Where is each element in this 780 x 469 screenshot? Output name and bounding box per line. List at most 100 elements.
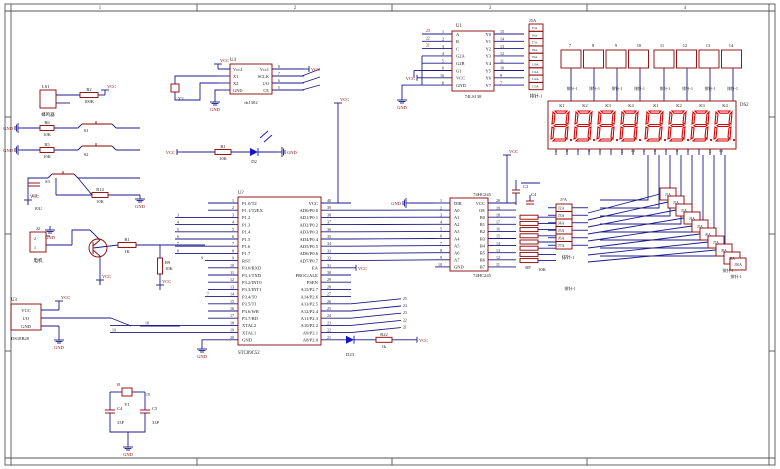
gnd-label: GND bbox=[3, 148, 13, 153]
hc245-pin-num: 2 bbox=[440, 205, 442, 210]
resistor-value: 10K bbox=[43, 132, 52, 137]
hc245-ref: 74HC245 bbox=[473, 192, 492, 197]
mcu-pin-name: RST bbox=[242, 258, 251, 263]
vcc-label: VCC bbox=[406, 76, 415, 81]
wire bbox=[587, 241, 709, 256]
header-label: 排针-1 bbox=[612, 86, 623, 91]
stacked-header bbox=[729, 257, 747, 271]
header-pin-ref: J8A bbox=[532, 48, 538, 52]
mcu-ref: U? bbox=[238, 191, 244, 196]
hc245-pin-num: 13 bbox=[496, 248, 500, 253]
hc245-pin-num: 10 bbox=[438, 262, 442, 267]
segment-g bbox=[599, 123, 614, 128]
mcu-pin-num: 26 bbox=[327, 299, 331, 304]
mcu-pin-num: 11 bbox=[230, 270, 234, 275]
header-label: 排针-1 bbox=[564, 285, 575, 291]
cap-value: 33P bbox=[152, 420, 160, 425]
ds18b20-name: DS18B20 bbox=[11, 336, 30, 341]
hc138-pin-num: 11 bbox=[500, 58, 504, 63]
hc245-pin-name: A7 bbox=[454, 258, 460, 263]
switch-ref: S3 bbox=[45, 179, 51, 184]
segment-e bbox=[690, 126, 695, 140]
mcu-pin-num: 27 bbox=[327, 292, 331, 297]
mcu-pin-name: AD4/P0.4 bbox=[299, 237, 318, 242]
segment-b bbox=[682, 110, 687, 125]
buzzer-ls1 bbox=[39, 89, 57, 109]
resnet-element bbox=[519, 251, 539, 257]
cap-ref: C3 bbox=[32, 193, 38, 198]
hc138-pin-name: Y0 bbox=[486, 32, 492, 37]
header-pin-ref: J3A bbox=[558, 213, 565, 218]
mcu-pin-num: 16 bbox=[230, 306, 234, 311]
segment-d bbox=[714, 138, 730, 142]
header-pin-ref: J12A bbox=[532, 77, 539, 81]
mcu-pin-num: 37 bbox=[327, 220, 331, 225]
gnd-label: GND bbox=[391, 201, 401, 206]
header-label: 排针-1 bbox=[530, 93, 543, 100]
hc245-pin-name: B3 bbox=[480, 236, 486, 241]
ds1302-pin: SCLK bbox=[258, 74, 270, 79]
seven-seg-digit bbox=[596, 110, 619, 142]
segment-b bbox=[611, 110, 616, 125]
resistor bbox=[91, 192, 109, 198]
hc245-pin-name: B4 bbox=[480, 243, 486, 248]
led-ref: D2 bbox=[251, 159, 257, 164]
header-num: 8 bbox=[592, 43, 595, 48]
mcu-pin-num: 33 bbox=[327, 248, 331, 253]
resistor-ref: R14 bbox=[96, 187, 104, 192]
resistor-ref: R9 bbox=[165, 260, 171, 265]
resnet-element bbox=[519, 227, 539, 233]
hc138-pin-name: Y7 bbox=[486, 83, 492, 88]
net-num: 18 bbox=[145, 321, 149, 325]
wire bbox=[401, 84, 422, 96]
segment-b bbox=[659, 110, 664, 125]
resnet-element bbox=[519, 233, 539, 239]
header-num: 7 bbox=[569, 43, 572, 48]
segment-b bbox=[634, 110, 639, 125]
net-num: 24 bbox=[403, 304, 407, 308]
wire bbox=[587, 233, 701, 249]
seven-seg-digit bbox=[550, 110, 573, 142]
wire bbox=[77, 145, 83, 151]
hc138-pin-num: 15 bbox=[500, 29, 504, 34]
header-label: 排针-1 bbox=[660, 86, 671, 91]
hc245-pin-name: A6 bbox=[454, 251, 460, 256]
segment-g bbox=[693, 123, 708, 128]
segment-f bbox=[691, 110, 696, 125]
resistor bbox=[117, 242, 137, 248]
hc245-pin-name: A1 bbox=[454, 215, 460, 220]
mcu-pin-num: 36 bbox=[327, 227, 331, 232]
hc138-pin-num: 3 bbox=[442, 44, 444, 49]
led-d2 bbox=[250, 148, 258, 156]
seg-pin-label: c bbox=[577, 149, 579, 153]
wire bbox=[600, 155, 704, 241]
header-label: 排针-1 bbox=[562, 254, 575, 261]
mcu-pin-num: 17 bbox=[230, 313, 234, 318]
wire bbox=[350, 245, 436, 247]
mcu-pin-name: A15/P2.7 bbox=[301, 287, 319, 292]
hc245-pin-num: 12 bbox=[496, 255, 500, 260]
wire bbox=[73, 173, 79, 179]
mcu-pin-num: 3 bbox=[232, 212, 234, 217]
mcu-pin-name: AD5/P0.5 bbox=[299, 244, 318, 249]
top-header bbox=[628, 49, 649, 69]
pin-num: 1 bbox=[34, 245, 36, 250]
segment-d bbox=[668, 138, 684, 142]
segment-dp bbox=[663, 138, 667, 142]
segment-a bbox=[647, 110, 663, 114]
crystal-ref: Y1 bbox=[124, 402, 130, 407]
mcu-pin-num: 35 bbox=[327, 234, 331, 239]
mcu-pin-name: P1.4 bbox=[242, 230, 251, 235]
gnd-label: GND bbox=[287, 150, 297, 155]
segment-g bbox=[670, 123, 685, 128]
segment-d bbox=[645, 138, 661, 142]
seg-pin-label: d bbox=[588, 149, 590, 153]
hc245-pin-name: A3 bbox=[454, 229, 460, 234]
segment-a bbox=[716, 110, 732, 114]
stacked-header-ref: J8A bbox=[721, 249, 727, 253]
mcu-pin-name: P3.1/TXD bbox=[242, 273, 262, 278]
header-num: 9 bbox=[615, 43, 618, 48]
hc138-pin-num: 14 bbox=[500, 37, 504, 42]
stacked-header-ref: J6A bbox=[705, 233, 711, 237]
mcu-pin-name: P1.7 bbox=[242, 251, 251, 256]
